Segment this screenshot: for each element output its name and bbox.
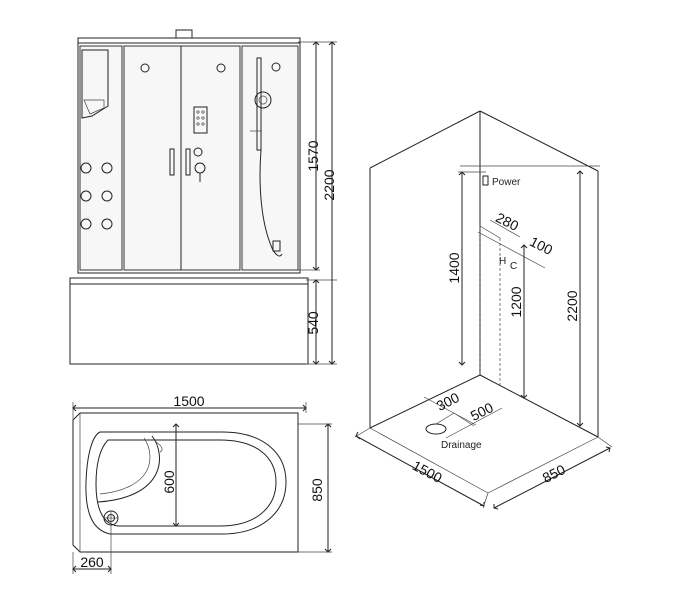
jet-icon xyxy=(80,218,92,230)
depth-label: 850 xyxy=(309,478,325,502)
power-label: Power xyxy=(492,177,521,188)
width-label: 1500 xyxy=(173,393,204,409)
edge xyxy=(479,110,599,172)
edge xyxy=(369,374,481,429)
iso-view: Power H C 280 100 1400 1200 2200 Drainag… xyxy=(354,110,613,510)
hand-shower-icon xyxy=(254,91,272,109)
tray-height-label: 540 xyxy=(305,311,321,335)
body-jets xyxy=(80,162,113,230)
width-dim-line xyxy=(355,435,485,507)
right-handle xyxy=(185,148,191,176)
total-height-iso-label: 2200 xyxy=(564,290,580,321)
headrest xyxy=(81,49,109,119)
top-view: 1500 850 600 260 xyxy=(72,393,332,574)
valve-offset-label: 100 xyxy=(527,233,555,258)
valve-height-label: 1200 xyxy=(508,286,524,317)
hose-connector xyxy=(272,240,281,252)
slide-bar xyxy=(256,57,262,151)
seat-edge xyxy=(97,435,160,503)
edge xyxy=(369,110,481,169)
power-height-label: 1400 xyxy=(446,252,462,283)
valve-spacing-label: 280 xyxy=(493,209,521,234)
seat-depth-label: 600 xyxy=(161,470,177,494)
roof-rail xyxy=(77,37,301,44)
top-dimensions xyxy=(72,402,332,574)
tray-outline xyxy=(72,412,299,553)
headrest-cushion xyxy=(83,99,105,115)
light-icon xyxy=(271,62,281,72)
power-socket-icon xyxy=(482,175,489,186)
shower-hose xyxy=(259,149,283,257)
control-panel xyxy=(193,106,208,134)
tray-apron xyxy=(69,283,309,365)
cold-label: C xyxy=(510,261,517,272)
jet-icon xyxy=(101,218,113,230)
drain-offset-label: 260 xyxy=(80,554,104,570)
tray-rim xyxy=(69,277,309,285)
jet-icon xyxy=(101,190,113,202)
mixer-knob xyxy=(193,147,203,157)
overhead-shower xyxy=(175,29,193,39)
drain-y-label: 500 xyxy=(468,399,496,424)
jet-icon xyxy=(80,162,92,174)
left-panel xyxy=(79,45,123,271)
basin-outer xyxy=(85,431,287,535)
total-height-label: 2200 xyxy=(321,169,337,200)
cabin-height-label: 1570 xyxy=(305,140,321,171)
edge xyxy=(479,374,599,438)
basin-inner xyxy=(95,439,277,527)
drainage-icon xyxy=(425,423,447,435)
jet-icon xyxy=(80,190,92,202)
depth-dim-line xyxy=(493,447,611,509)
drainage-label: Drainage xyxy=(441,440,482,451)
control-buttons xyxy=(196,110,205,126)
hot-label: H xyxy=(499,256,506,267)
left-handle xyxy=(169,148,175,176)
back-panel xyxy=(123,45,241,271)
drain-x-label: 300 xyxy=(434,389,462,414)
light-icon xyxy=(140,63,150,73)
front-dimensions xyxy=(298,41,337,365)
front-view: 1570 2200 540 xyxy=(69,29,337,365)
light-icon xyxy=(216,63,226,73)
right-panel xyxy=(241,45,299,271)
jet-icon xyxy=(101,162,113,174)
